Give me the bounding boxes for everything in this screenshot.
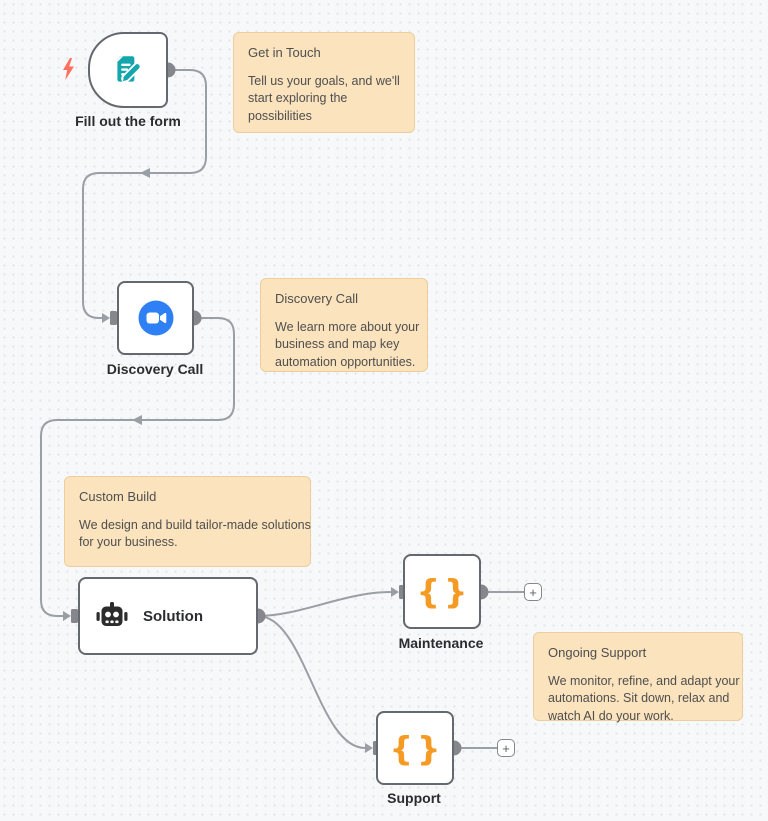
- add-node-button-support[interactable]: +: [497, 739, 515, 757]
- node-discovery-call[interactable]: [117, 281, 194, 355]
- zoom-video-icon: [138, 300, 173, 336]
- input-port-solution[interactable]: [71, 609, 78, 623]
- sticky-title: Ongoing Support: [548, 645, 647, 660]
- sticky-body: We learn more about your business and ma…: [275, 320, 420, 369]
- wire-arrow: [391, 587, 399, 597]
- wire-arrow: [140, 168, 150, 178]
- node-form-trigger[interactable]: [88, 32, 168, 108]
- add-node-button-maintenance[interactable]: +: [524, 583, 542, 601]
- form-pencil-icon: [117, 56, 142, 83]
- wire-arrow: [63, 611, 71, 621]
- node-label-discovery-call: Discovery Call: [106, 361, 204, 377]
- node-label-solution: Solution: [143, 607, 203, 625]
- sticky-title: Custom Build: [79, 489, 157, 504]
- input-port-discovery[interactable]: [110, 311, 117, 325]
- sticky-note-ongoing-support[interactable]: Ongoing Support We monitor, refine, and …: [533, 632, 743, 723]
- node-label-form-trigger: Fill out the form: [75, 113, 181, 129]
- node-support[interactable]: {}: [376, 711, 454, 785]
- connection-solution-to-support[interactable]: [257, 615, 366, 749]
- code-braces-icon: {}: [416, 572, 472, 611]
- wire-arrow: [132, 415, 142, 425]
- sticky-title: Discovery Call: [275, 291, 359, 306]
- node-maintenance[interactable]: {}: [403, 554, 481, 629]
- sticky-body: Tell us your goals, and we'll start expl…: [248, 74, 400, 123]
- sticky-note-custom-build[interactable]: Custom Build We design and build tailor-…: [64, 476, 311, 567]
- node-label-support: Support: [387, 790, 441, 806]
- sticky-note-discovery-call[interactable]: Discovery Call We learn more about your …: [260, 278, 428, 372]
- code-braces-icon: {}: [389, 728, 445, 768]
- wire-arrow: [365, 743, 373, 753]
- sticky-title: Get in Touch: [248, 45, 321, 60]
- connection-solution-to-maintenance[interactable]: [257, 591, 392, 617]
- plus-icon: +: [502, 740, 510, 756]
- robot-icon: [96, 602, 128, 626]
- sticky-note-get-in-touch[interactable]: Get in Touch Tell us your goals, and we'…: [233, 32, 415, 133]
- trigger-bolt-icon: [63, 58, 74, 80]
- node-label-maintenance: Maintenance: [398, 635, 484, 651]
- node-solution[interactable]: Solution: [78, 577, 258, 655]
- wire-arrow: [102, 313, 110, 323]
- sticky-body: We monitor, refine, and adapt your autom…: [548, 674, 740, 723]
- plus-icon: +: [529, 584, 537, 600]
